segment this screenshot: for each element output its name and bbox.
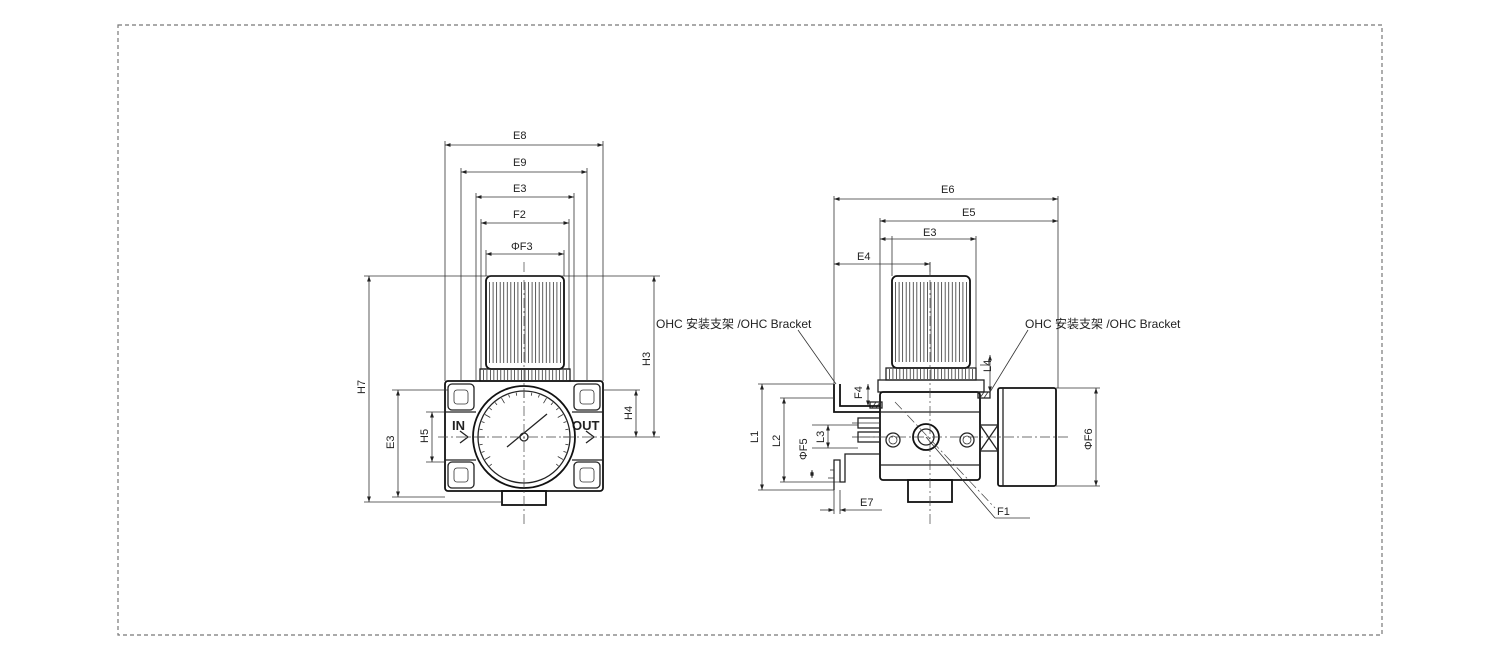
bracket-note-left: OHC 安装支架 /OHC Bracket [656, 316, 812, 331]
dim-e3-top: E3 [513, 183, 526, 195]
drawing-frame [117, 24, 1383, 636]
dim-f2: F2 [513, 209, 526, 221]
side-adjustment-knob [877, 275, 985, 393]
dim-f4: F4 [853, 386, 865, 399]
side-extension-lines [758, 196, 1100, 514]
dim-e3-side: E3 [923, 227, 936, 239]
side-dimension-lines [760, 197, 1098, 519]
in-port-label: IN [452, 418, 465, 433]
dim-h3: H3 [641, 352, 653, 366]
dim-e8: E8 [513, 130, 526, 142]
dim-phi-f3: ΦF3 [511, 241, 533, 253]
dim-l4: L4 [982, 360, 994, 372]
adjustment-knob [479, 275, 571, 382]
dim-h5: H5 [419, 429, 431, 443]
dim-h7: H7 [356, 380, 368, 394]
front-dimension-lines [367, 143, 656, 502]
dim-l1: L1 [749, 431, 761, 443]
dim-f1: F1 [997, 506, 1010, 518]
front-view: IN OUT [356, 130, 660, 524]
dim-e7: E7 [860, 497, 873, 509]
dim-l3: L3 [815, 431, 827, 443]
dim-phi-f5: ΦF5 [798, 438, 810, 460]
dim-e5: E5 [962, 207, 975, 219]
dim-phi-f6: ΦF6 [1083, 428, 1095, 450]
dim-h4: H4 [623, 406, 635, 420]
side-diagonal-centerline [894, 401, 996, 509]
out-port-label: OUT [572, 418, 600, 433]
side-view: E6 E5 E3 E4 OHC 安装支架 /OHC Bracket OHC 安装… [656, 184, 1181, 524]
dim-e3-left: E3 [385, 436, 397, 449]
dim-l2: L2 [771, 435, 783, 447]
dim-e9: E9 [513, 157, 526, 169]
dim-e4: E4 [857, 251, 870, 263]
front-extension-lines [364, 141, 660, 503]
bracket-note-right: OHC 安装支架 /OHC Bracket [1025, 316, 1181, 331]
dim-e6: E6 [941, 184, 954, 196]
